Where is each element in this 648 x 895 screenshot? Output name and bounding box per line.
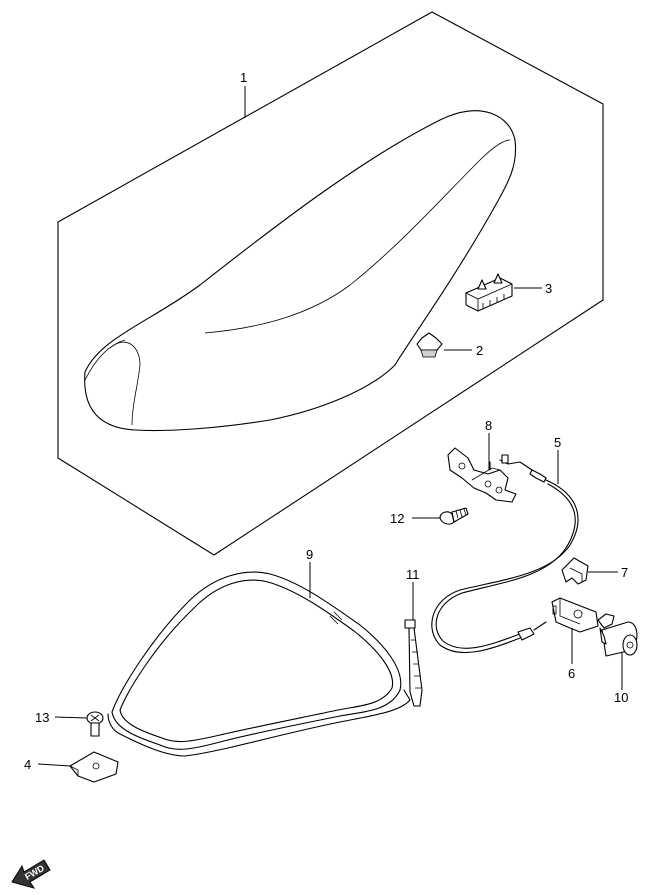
cable-clamp[interactable]: [404, 619, 423, 707]
fwd-arrow: FWD: [11, 859, 51, 889]
callout-3: 3: [545, 281, 552, 296]
screw-13[interactable]: [86, 711, 104, 737]
callout-8: 8: [485, 418, 492, 433]
seat-lock[interactable]: [597, 613, 638, 657]
assembly-outline: [57, 11, 604, 556]
seat-stopper[interactable]: [465, 273, 513, 312]
callout-1: 1: [240, 70, 247, 85]
lock-clip[interactable]: [561, 557, 589, 585]
clip-nut[interactable]: [69, 751, 119, 783]
screw-12[interactable]: [439, 507, 469, 525]
callout-5: 5: [554, 435, 561, 450]
callout-2: 2: [476, 343, 483, 358]
lock-bracket[interactable]: [551, 597, 599, 633]
callout-6: 6: [568, 666, 575, 681]
callout-11: 11: [406, 567, 420, 582]
callout-13: 13: [35, 710, 49, 725]
seat[interactable]: [84, 110, 517, 432]
callout-4: 4: [24, 757, 31, 772]
seat-lock-latch[interactable]: [447, 447, 517, 503]
callout-7: 7: [621, 565, 628, 580]
seat-cushion[interactable]: [416, 332, 443, 358]
leader-13: [54, 716, 88, 719]
callout-12: 12: [390, 511, 404, 526]
seal[interactable]: [107, 571, 411, 757]
callout-9: 9: [306, 547, 313, 562]
seat-lock-cable[interactable]: [431, 454, 579, 654]
callout-10: 10: [614, 690, 628, 705]
leader-4: [37, 763, 71, 767]
